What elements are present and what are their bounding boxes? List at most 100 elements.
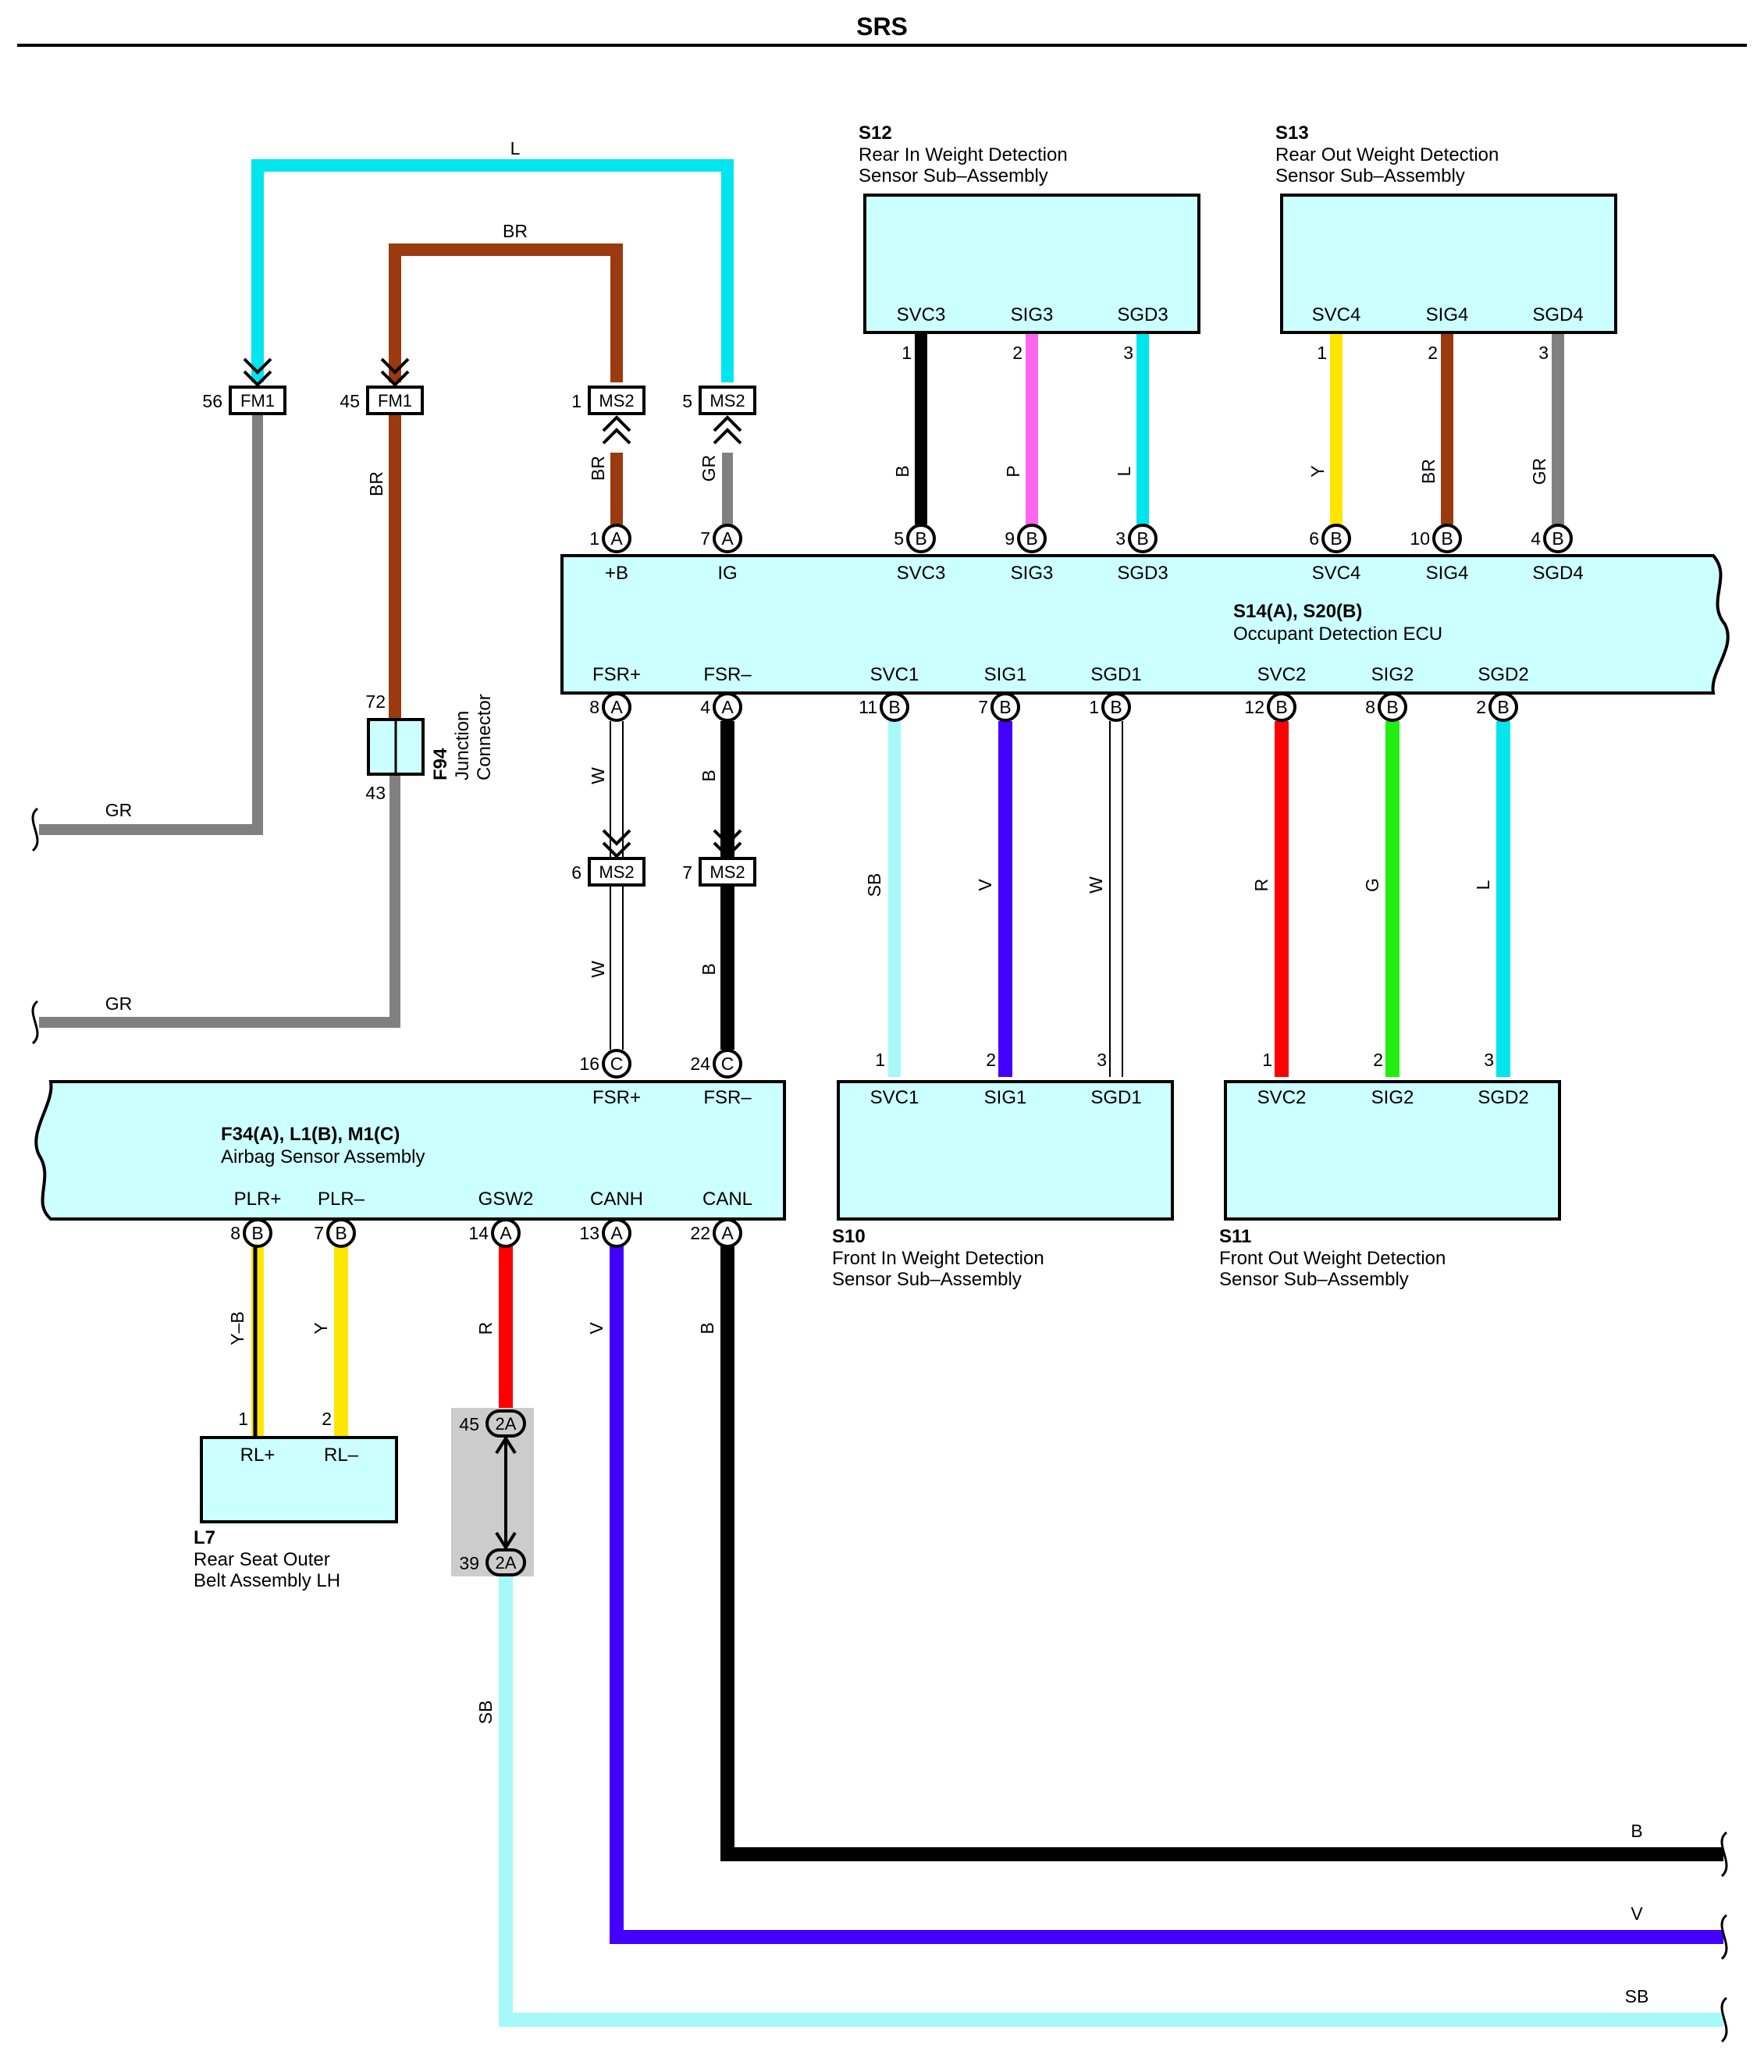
ms2-5-box bbox=[699, 386, 756, 415]
airbag-bottom-pin-number: 8 bbox=[230, 1223, 240, 1243]
fm1-45-chevron-icon bbox=[380, 357, 410, 387]
airbag-bottom-pin-connector-letter: B bbox=[251, 1223, 263, 1243]
ecu-bottom-pin-number: 11 bbox=[859, 697, 877, 717]
airbag-bottom-pin-circle bbox=[602, 1218, 631, 1248]
ms2-5-chevron-icon bbox=[713, 415, 742, 445]
s13-box bbox=[1280, 194, 1617, 334]
s12-id: S12 bbox=[859, 123, 892, 144]
s10-num-1: 1 bbox=[875, 1050, 885, 1070]
fm1-56-chevron-icon bbox=[243, 357, 272, 387]
airbag-id: F34(A), L1(B), M1(C) bbox=[221, 1124, 400, 1145]
ecu-bottom-pin-connector-letter: B bbox=[1110, 697, 1122, 717]
s12-num-1: 1 bbox=[902, 343, 912, 363]
l7-box bbox=[200, 1436, 398, 1523]
ecu-bottom-pin-number: 12 bbox=[1244, 697, 1264, 717]
connector-fm1-45: FM1 45 bbox=[340, 357, 424, 415]
ecu-bottom-pin-number: 8 bbox=[589, 697, 599, 717]
ecu-top-pin-circle bbox=[602, 524, 631, 553]
ecu-pin-sgd4: SGD4 bbox=[1532, 563, 1583, 584]
airbag-pin-canh: CANH bbox=[590, 1189, 643, 1210]
wire-sb-out bbox=[499, 1576, 1723, 2027]
wire-label-canl: B bbox=[697, 1322, 717, 1334]
wire-label-fsrp-upper: W bbox=[588, 767, 608, 784]
connector-ms2-6: MS2 6 bbox=[571, 829, 645, 887]
airbag-bottom-pin-connector-letter: A bbox=[610, 1223, 623, 1243]
ms2-5-tag: MS2 bbox=[710, 391, 745, 410]
ecu-top-pin-number: 7 bbox=[700, 528, 710, 549]
ms2-7-chevron-icon bbox=[713, 829, 742, 858]
ecu-pin-svc1: SVC1 bbox=[870, 664, 919, 685]
fm1-56-pin: 56 bbox=[202, 391, 222, 411]
s11-name-line1: Front Out Weight Detection bbox=[1219, 1248, 1446, 1269]
ecu-pin-plus-b: +B bbox=[605, 563, 628, 584]
wire-label-s12-l: L bbox=[1114, 466, 1134, 476]
fm1-56-box bbox=[229, 386, 286, 415]
break-marks-left bbox=[31, 807, 39, 1045]
l7-num-1: 1 bbox=[238, 1409, 248, 1429]
s10-num-2: 2 bbox=[986, 1050, 996, 1070]
ecu-top-pin-circle bbox=[1432, 524, 1462, 553]
wire-label-s13-gr: GR bbox=[1529, 458, 1549, 485]
s10-box bbox=[837, 1080, 1174, 1221]
wire-label-plrm: Y bbox=[311, 1322, 331, 1334]
s12-pin-sig3: SIG3 bbox=[1011, 304, 1054, 325]
ms2-6-pin: 6 bbox=[571, 862, 581, 883]
wire-gr-lower bbox=[39, 774, 400, 1028]
s10-pin-svc1: SVC1 bbox=[870, 1087, 919, 1108]
ecu-top-pin-circle bbox=[1321, 524, 1351, 553]
ecu-bottom-pin-circle bbox=[1267, 692, 1296, 722]
ms2-1-chevron-icon bbox=[602, 415, 631, 445]
ecu-pin-sig1: SIG1 bbox=[984, 664, 1027, 685]
airbag-pin-fsr-minus: FSR– bbox=[703, 1087, 752, 1108]
s10-pin-sgd1: SGD1 bbox=[1090, 1087, 1141, 1108]
l7-pin-rl-plus: RL+ bbox=[240, 1445, 276, 1466]
s10-id: S10 bbox=[832, 1226, 866, 1247]
s13-pin-svc4: SVC4 bbox=[1312, 304, 1361, 325]
s12-name-line2: Sensor Sub–Assembly bbox=[859, 165, 1048, 187]
ecu-bottom-pin-circle bbox=[713, 692, 742, 722]
break-mark-v bbox=[1720, 1914, 1728, 1960]
airbag-bottom-pin-connector-letter: B bbox=[335, 1223, 347, 1243]
airbag-box bbox=[34, 1080, 786, 1221]
ecu-box bbox=[560, 554, 1730, 695]
splice-2a-arrow-up-icon bbox=[495, 1435, 517, 1455]
l7-name-line2: Belt Assembly LH bbox=[194, 1570, 340, 1591]
diagram-title: SRS bbox=[856, 12, 908, 41]
s13-name-line2: Sensor Sub–Assembly bbox=[1275, 165, 1465, 187]
ecu-top-pin-number: 4 bbox=[1531, 528, 1541, 549]
airbag-bottom-pin-connector-letter: A bbox=[500, 1223, 512, 1243]
airbag-top-pin-circle bbox=[602, 1049, 631, 1079]
wire-label-l-top: L bbox=[510, 138, 521, 158]
ecu-pin-svc3: SVC3 bbox=[897, 563, 946, 584]
ecu-top-pin-number: 9 bbox=[1005, 528, 1015, 549]
wire-label-out-sb: SB bbox=[1625, 1986, 1649, 2006]
f94-pin-43: 43 bbox=[365, 783, 386, 803]
ecu-bottom-pin-connector-letter: B bbox=[1497, 697, 1509, 717]
s13-pin-sig4: SIG4 bbox=[1426, 304, 1469, 325]
ecu-bottom-pin-circle bbox=[1488, 692, 1518, 722]
connector-ms2-7: MS2 7 bbox=[682, 829, 756, 887]
fm1-45-tag: FM1 bbox=[378, 391, 412, 410]
2a-39-tag: 2A bbox=[496, 1553, 517, 1573]
l7-id: L7 bbox=[194, 1527, 215, 1548]
s13-id: S13 bbox=[1275, 123, 1309, 144]
ecu-top-pin-connector-letter: B bbox=[1136, 528, 1148, 549]
airbag-top-pin-circle bbox=[713, 1049, 742, 1079]
ecu-bottom-pin-circle bbox=[990, 692, 1020, 722]
wire-label-ms2-1-br: BR bbox=[588, 456, 608, 481]
airbag-bottom-pin-circle bbox=[713, 1218, 742, 1248]
airbag-name: Airbag Sensor Assembly bbox=[221, 1146, 425, 1167]
airbag-top-pin-number: 24 bbox=[690, 1054, 710, 1074]
splice-2a-arrow-down-icon bbox=[495, 1531, 517, 1551]
ms2-6-chevron-icon bbox=[602, 829, 631, 858]
ecu-pin-ig: IG bbox=[717, 563, 737, 584]
ecu-bottom-pins: FSR+ FSR– SVC1 SIG1 SGD1 SVC2 SIG2 SGD2 bbox=[592, 664, 1529, 685]
s13-num-1: 1 bbox=[1317, 343, 1327, 363]
ecu-top-pin-connector-letter: B bbox=[1552, 528, 1563, 549]
wire-label-plrp: Y–B bbox=[227, 1311, 247, 1345]
wire-canl-b bbox=[720, 1246, 1723, 1861]
airbag-bottom-pin-number: 13 bbox=[579, 1223, 599, 1243]
